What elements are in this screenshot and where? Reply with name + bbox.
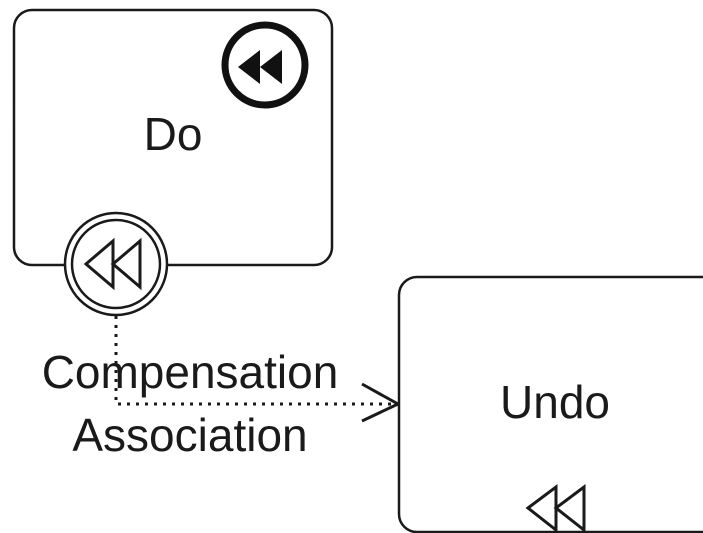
association-label-line2: Association: [72, 409, 307, 461]
boundary-compensation-event[interactable]: [63, 211, 169, 317]
association-label-line1: Compensation: [42, 346, 339, 398]
association-line: [114, 316, 392, 406]
throw-compensation-icon: [221, 21, 309, 109]
do-task-label: Do: [144, 108, 203, 160]
undo-task-shape: [397, 275, 703, 533]
catch-compensation-icon: [83, 237, 142, 291]
compensation-association[interactable]: Compensation Association: [42, 316, 402, 461]
do-task[interactable]: Do: [12, 8, 334, 267]
compensation-marker-icon: [525, 484, 586, 533]
undo-task[interactable]: Undo: [397, 275, 703, 533]
undo-task-label: Undo: [500, 376, 610, 428]
